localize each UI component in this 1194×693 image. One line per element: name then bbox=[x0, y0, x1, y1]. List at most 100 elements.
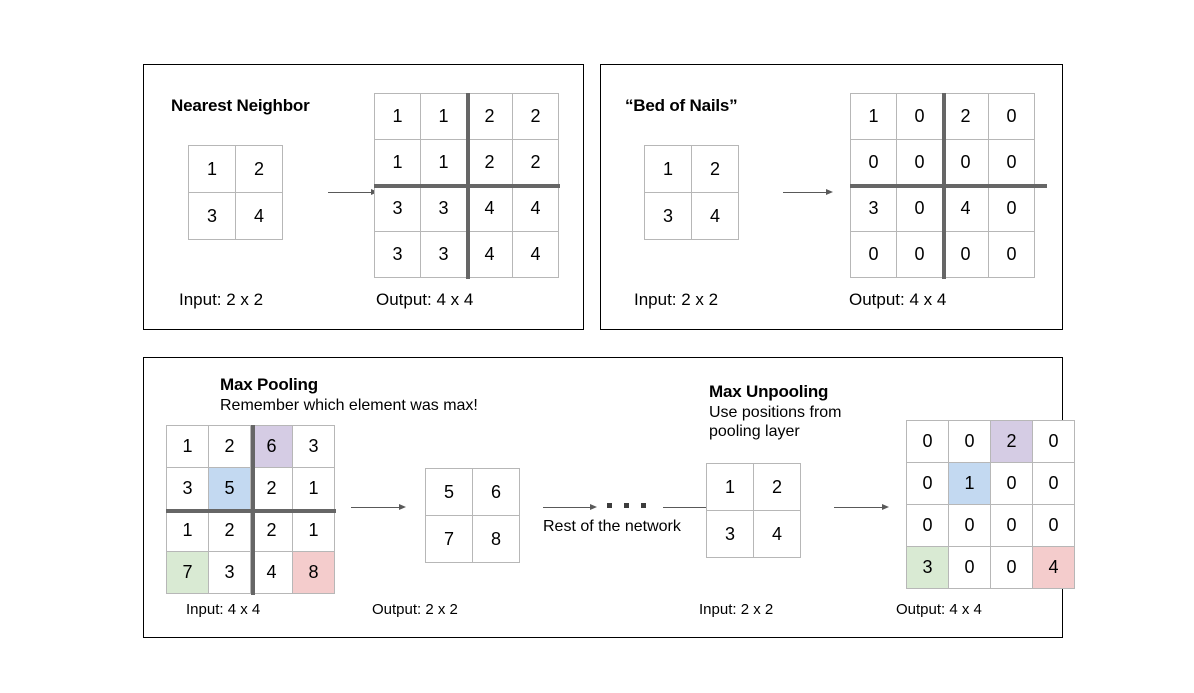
grid-cell: 4 bbox=[467, 232, 512, 277]
grid-cell: 0 bbox=[991, 547, 1032, 588]
grid-cell-highlighted: 8 bbox=[293, 552, 334, 593]
grid-cell: 1 bbox=[421, 140, 466, 185]
grid-cell: 1 bbox=[375, 94, 420, 139]
grid-cell: 0 bbox=[897, 140, 942, 185]
grid-cell: 2 bbox=[692, 146, 738, 192]
grid-cell: 8 bbox=[473, 516, 519, 562]
grid-cell: 1 bbox=[375, 140, 420, 185]
grid-cell: 2 bbox=[513, 94, 558, 139]
grid-cell: 3 bbox=[851, 186, 896, 231]
grid-cell: 4 bbox=[236, 193, 282, 239]
grid-cell: 0 bbox=[989, 94, 1034, 139]
grid-cell-highlighted: 3 bbox=[907, 547, 948, 588]
nearest-neighbor-output-caption: Output: 4 x 4 bbox=[376, 290, 474, 309]
max-unpooling-subtitle-line1: Use positions from bbox=[709, 404, 842, 421]
nearest-neighbor-input-caption: Input: 2 x 2 bbox=[179, 290, 264, 309]
max-unpooling-arrow bbox=[834, 502, 889, 512]
bed-of-nails-output-caption: Output: 4 x 4 bbox=[849, 290, 947, 309]
grid-cell: 3 bbox=[421, 232, 466, 277]
grid-cell: 0 bbox=[897, 186, 942, 231]
grid-cell: 0 bbox=[989, 186, 1034, 231]
grid-cell: 0 bbox=[949, 421, 990, 462]
grid-cell: 0 bbox=[991, 463, 1032, 504]
grid-cell: 0 bbox=[989, 140, 1034, 185]
grid-cell: 4 bbox=[943, 186, 988, 231]
grid-cell: 5 bbox=[426, 469, 472, 515]
grid-cell: 0 bbox=[1033, 463, 1074, 504]
grid-cell: 0 bbox=[943, 140, 988, 185]
grid-cell: 0 bbox=[1033, 421, 1074, 462]
grid-cell: 6 bbox=[473, 469, 519, 515]
grid-cell: 4 bbox=[513, 232, 558, 277]
rest-of-network-arrow-left bbox=[543, 502, 597, 512]
grid-cell-highlighted: 5 bbox=[209, 468, 250, 509]
grid-cell: 0 bbox=[897, 94, 942, 139]
max-pooling-arrow bbox=[351, 502, 406, 512]
grid-cell: 0 bbox=[851, 140, 896, 185]
bed-of-nails-input-caption: Input: 2 x 2 bbox=[634, 290, 719, 309]
grid-cell: 3 bbox=[375, 186, 420, 231]
grid-cell: 1 bbox=[645, 146, 691, 192]
max-unpooling-title: Max Unpooling bbox=[709, 382, 829, 401]
grid-cell: 2 bbox=[251, 510, 292, 551]
max-pooling-output-caption: Output: 2 x 2 bbox=[372, 601, 458, 618]
grid-cell: 7 bbox=[426, 516, 472, 562]
grid-cell: 0 bbox=[989, 232, 1034, 277]
grid-cell: 4 bbox=[754, 511, 800, 557]
grid-cell: 4 bbox=[692, 193, 738, 239]
grid-cell: 1 bbox=[167, 426, 208, 467]
grid-cell: 0 bbox=[1033, 505, 1074, 546]
grid-cell: 1 bbox=[707, 464, 753, 510]
grid-cell: 1 bbox=[189, 146, 235, 192]
grid-cell: 2 bbox=[209, 426, 250, 467]
rest-of-network-label: Rest of the network bbox=[543, 518, 681, 535]
grid-cell-highlighted: 4 bbox=[1033, 547, 1074, 588]
grid-cell: 0 bbox=[907, 421, 948, 462]
grid-cell: 4 bbox=[251, 552, 292, 593]
grid-cell: 3 bbox=[645, 193, 691, 239]
grid-cell-highlighted: 6 bbox=[251, 426, 292, 467]
max-unpooling-subtitle-line2: pooling layer bbox=[709, 423, 800, 440]
grid-cell: 1 bbox=[851, 94, 896, 139]
nearest-neighbor-title: Nearest Neighbor bbox=[171, 96, 310, 115]
grid-cell: 0 bbox=[851, 232, 896, 277]
grid-cell: 1 bbox=[293, 468, 334, 509]
grid-cell: 3 bbox=[189, 193, 235, 239]
grid-cell: 3 bbox=[167, 468, 208, 509]
grid-cell: 2 bbox=[467, 140, 512, 185]
max-unpooling-output-caption: Output: 4 x 4 bbox=[896, 601, 982, 618]
grid-cell: 0 bbox=[907, 505, 948, 546]
grid-cell: 0 bbox=[949, 547, 990, 588]
grid-cell: 2 bbox=[209, 510, 250, 551]
grid-cell-highlighted: 2 bbox=[991, 421, 1032, 462]
grid-cell: 2 bbox=[513, 140, 558, 185]
grid-cell: 3 bbox=[707, 511, 753, 557]
grid-cell: 2 bbox=[251, 468, 292, 509]
panel-max-pooling-unpooling: Max Pooling Remember which element was m… bbox=[143, 357, 1075, 638]
grid-cell: 0 bbox=[907, 463, 948, 504]
grid-cell: 3 bbox=[421, 186, 466, 231]
bed-of-nails-title: “Bed of Nails” bbox=[625, 96, 738, 115]
grid-cell: 2 bbox=[754, 464, 800, 510]
grid-cell: 3 bbox=[209, 552, 250, 593]
grid-cell: 0 bbox=[943, 232, 988, 277]
bed-of-nails-arrow bbox=[783, 187, 833, 197]
grid-cell-highlighted: 7 bbox=[167, 552, 208, 593]
grid-cell: 3 bbox=[293, 426, 334, 467]
grid-cell: 3 bbox=[375, 232, 420, 277]
grid-cell: 2 bbox=[467, 94, 512, 139]
max-pooling-input-caption: Input: 4 x 4 bbox=[186, 601, 261, 618]
max-unpooling-input-caption: Input: 2 x 2 bbox=[699, 601, 774, 618]
grid-cell: 4 bbox=[513, 186, 558, 231]
grid-cell: 4 bbox=[467, 186, 512, 231]
max-pooling-title: Max Pooling bbox=[220, 375, 318, 394]
grid-cell: 1 bbox=[167, 510, 208, 551]
